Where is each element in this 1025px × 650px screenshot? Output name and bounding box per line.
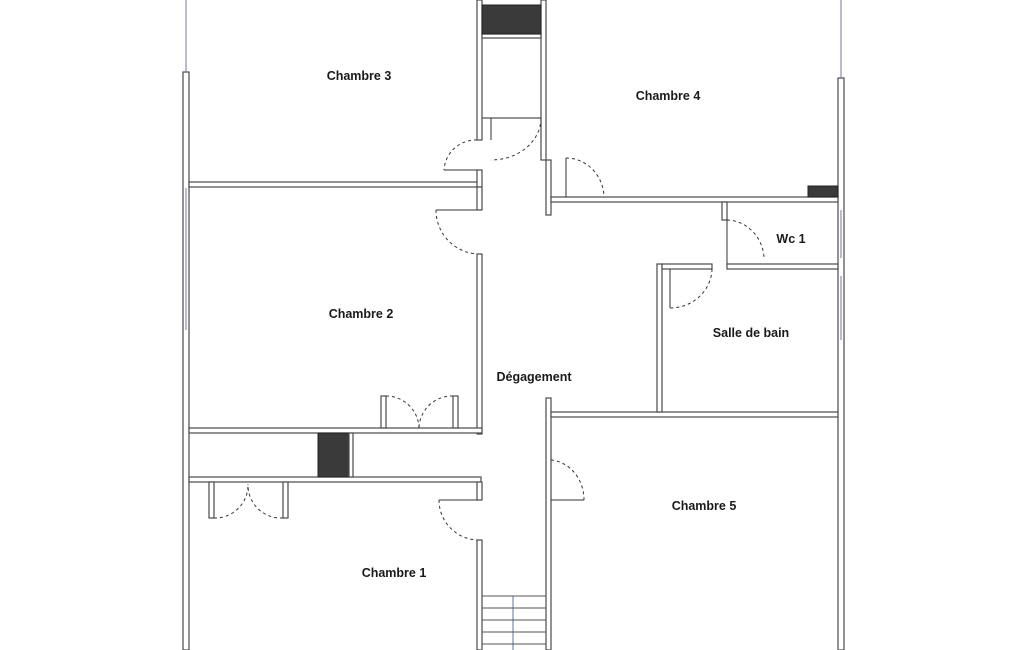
label-wc1: Wc 1: [776, 232, 805, 246]
chambre1-closet-jamb-right: [282, 481, 289, 519]
doors: [213, 117, 765, 541]
label-chambre2: Chambre 2: [329, 307, 394, 321]
label-salle-de-bain: Salle de bain: [713, 326, 789, 340]
chambre3-bottom-wall: [188, 181, 482, 188]
left-exterior-wall: [182, 71, 190, 650]
staircase: [482, 595, 546, 650]
chambre4-door[interactable]: [565, 157, 605, 198]
chambre2-closet-door[interactable]: [385, 395, 454, 429]
chambre2-right-wall-top: [476, 186, 483, 211]
wc-bottom-wall: [726, 263, 839, 270]
right-exterior-wall: [837, 77, 845, 650]
chambre1-door[interactable]: [438, 499, 478, 541]
interior-walls: [188, 0, 839, 650]
label-chambre5: Chambre 5: [672, 499, 737, 513]
label-chambre4: Chambre 4: [636, 89, 701, 103]
bath-left-wall: [656, 263, 663, 413]
label-chambre1: Chambre 1: [362, 566, 427, 580]
chambre3-right-wall: [476, 0, 483, 141]
closet-shelf: [481, 33, 542, 39]
exterior-walls: [182, 0, 845, 650]
chambre4-left-wall-low: [545, 159, 552, 216]
closet-divider-left: [348, 432, 354, 478]
chambre3-right-wall-low: [476, 169, 483, 188]
degagement-right-wall: [545, 397, 552, 650]
chambre4-bottom-wall: [550, 196, 839, 203]
closet-top-door[interactable]: [490, 117, 542, 161]
bath-door[interactable]: [669, 268, 713, 309]
chambre2-bottom-wall: [188, 427, 483, 434]
chambre2-closet-jamb-right: [452, 395, 459, 429]
chambre2-closet-jamb-left: [380, 395, 387, 429]
chambre2-right-wall: [476, 253, 483, 435]
middle-duct: [317, 432, 350, 478]
chambre4-duct: [807, 185, 839, 198]
chambre1-closet-door[interactable]: [213, 483, 284, 519]
label-chambre3: Chambre 3: [327, 69, 392, 83]
chambre5-top-wall: [550, 411, 839, 418]
chambre1-right-wall: [476, 539, 483, 650]
chambre2-door[interactable]: [435, 209, 478, 255]
label-degagement: Dégagement: [496, 370, 572, 384]
chambre1-right-wall-top: [476, 481, 483, 501]
chambre3-door[interactable]: [443, 139, 478, 171]
chambre5-door[interactable]: [550, 459, 585, 501]
top-duct: [481, 4, 542, 35]
room-labels: Chambre 3 Chambre 4 Chambre 2 Wc 1 Salle…: [327, 69, 806, 580]
chambre1-closet-jamb-left: [208, 481, 215, 519]
wc-left-wall: [721, 201, 728, 221]
wc-door[interactable]: [726, 219, 765, 264]
closet-mid-bottom-wall: [188, 476, 482, 483]
closet-top-right-wall: [540, 0, 547, 161]
bath-top-wall: [661, 263, 713, 270]
